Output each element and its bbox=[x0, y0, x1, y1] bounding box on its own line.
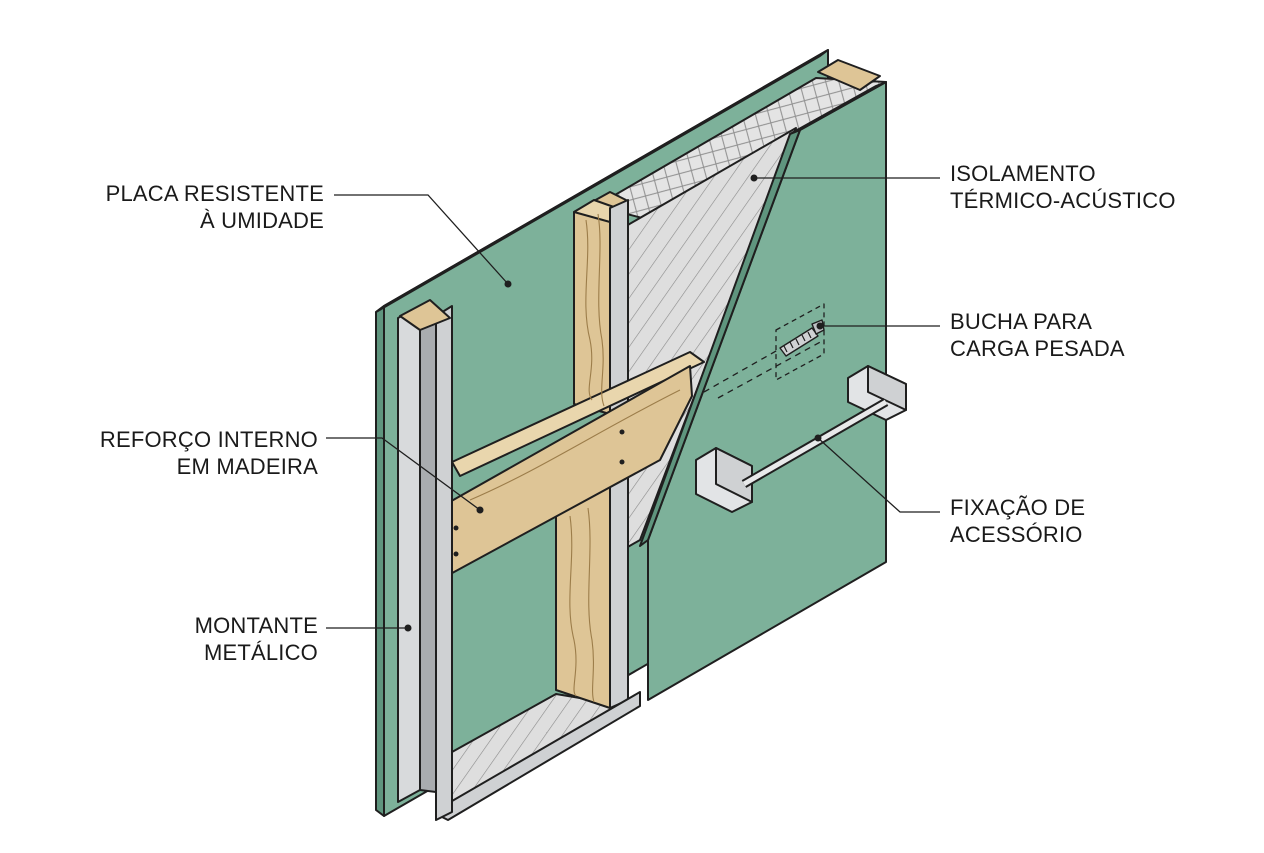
label-fixacao-line1: FIXAÇÃO DE bbox=[950, 495, 1086, 520]
back-board-edge bbox=[375, 305, 385, 817]
back-board-top-edge bbox=[375, 49, 829, 313]
dot-placa bbox=[504, 280, 512, 288]
label-bucha-line1: BUCHA PARA bbox=[950, 309, 1093, 334]
metal-stud-front bbox=[397, 305, 421, 803]
front-board-top bbox=[789, 81, 887, 135]
left-stud-wood-top bbox=[399, 299, 451, 331]
dot-isolamento bbox=[750, 174, 758, 182]
label-isolamento-line2: TÉRMICO-ACÚSTICO bbox=[950, 188, 1176, 213]
wood-reinforcement-top bbox=[451, 351, 705, 477]
label-placa-line2: À UMIDADE bbox=[199, 208, 324, 233]
label-reforco-line1: REFORÇO INTERNO bbox=[99, 427, 318, 452]
towel-bar bbox=[695, 365, 907, 513]
label-reforco-line2: EM MADEIRA bbox=[176, 454, 318, 479]
wood-grain bbox=[469, 213, 681, 703]
metal-stud-web bbox=[419, 305, 437, 793]
label-placa: PLACA RESISTENTE À UMIDADE bbox=[106, 180, 324, 234]
metal-stud-flange bbox=[435, 305, 453, 821]
label-fixacao-line2: ACESSÓRIO bbox=[950, 522, 1083, 547]
dot-bucha bbox=[816, 322, 824, 330]
label-bucha: BUCHA PARA CARGA PESADA bbox=[950, 308, 1125, 362]
leader-lines bbox=[326, 177, 940, 629]
label-placa-line1: PLACA RESISTENTE bbox=[105, 181, 324, 206]
dot-montante bbox=[404, 624, 412, 632]
label-fixacao: FIXAÇÃO DE ACESSÓRIO bbox=[950, 494, 1085, 548]
dot-fixacao bbox=[814, 434, 822, 442]
label-isolamento-line1: ISOLAMENTO bbox=[950, 161, 1096, 186]
leader-placa bbox=[334, 194, 509, 285]
leader-reforco bbox=[326, 437, 481, 511]
label-reforco: REFORÇO INTERNO EM MADEIRA bbox=[100, 426, 318, 480]
leader-dots bbox=[404, 174, 824, 632]
label-bucha-line2: CARGA PESADA bbox=[950, 336, 1125, 361]
nail-points bbox=[453, 429, 625, 557]
top-wood-block bbox=[817, 59, 881, 91]
dot-reforco bbox=[476, 506, 484, 514]
label-isolamento: ISOLAMENTO TÉRMICO-ACÚSTICO bbox=[950, 160, 1176, 214]
label-montante-line2: METÁLICO bbox=[203, 640, 318, 665]
anchor-ghost-box bbox=[775, 303, 825, 381]
label-montante-line1: MONTANTE bbox=[194, 613, 318, 638]
label-montante: MONTANTE METÁLICO bbox=[195, 612, 318, 666]
leader-fixacao bbox=[817, 437, 940, 513]
